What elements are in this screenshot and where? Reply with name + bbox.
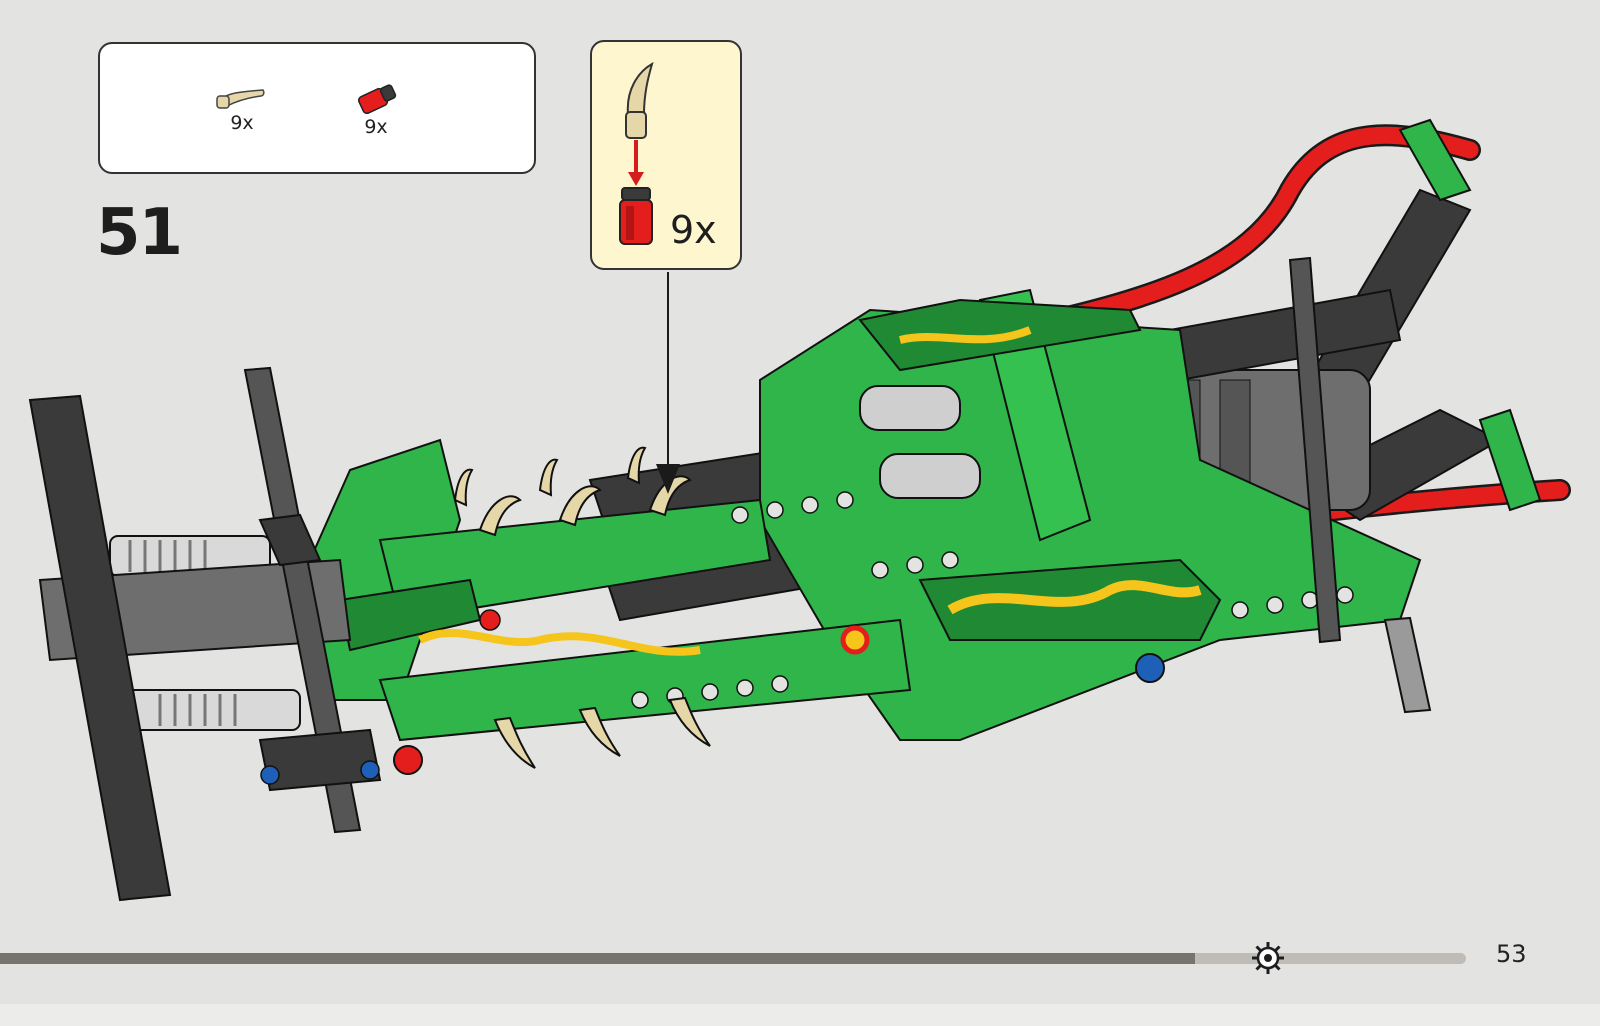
- progress-bar-fill: [0, 953, 1195, 964]
- page-number: 53: [1496, 940, 1527, 968]
- gear-icon: [1250, 940, 1286, 976]
- progress-bar: [0, 953, 1466, 964]
